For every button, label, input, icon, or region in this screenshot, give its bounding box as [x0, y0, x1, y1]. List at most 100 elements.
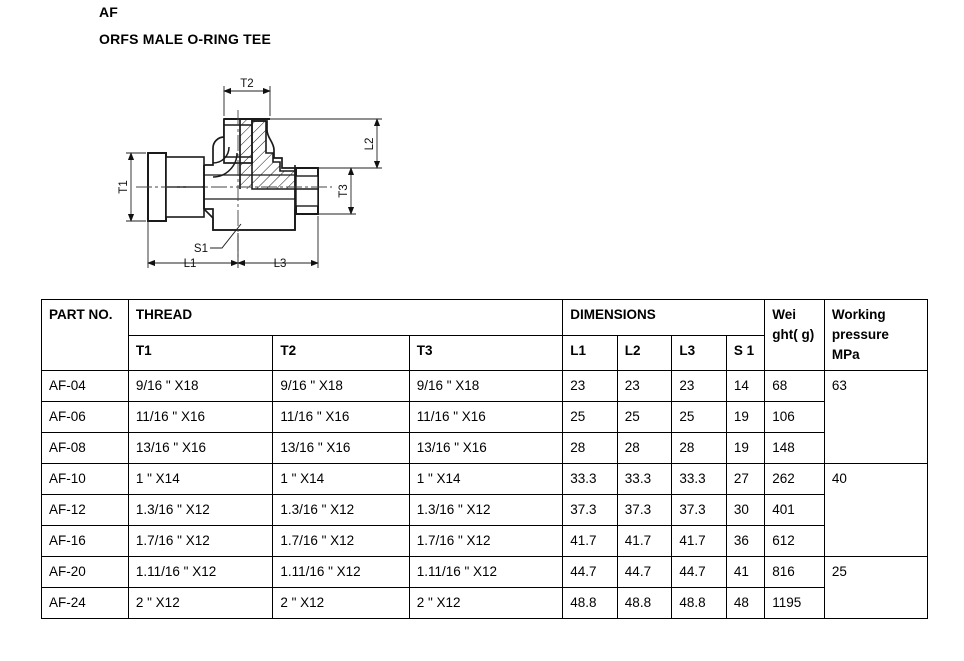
cell-l3: 23: [671, 370, 727, 402]
cell-t1: 13/16 " X16: [127, 432, 274, 464]
dimension-label-t3: T3: [338, 184, 350, 197]
cell-s1: 14: [725, 370, 766, 402]
cell-t1: 9/16 " X18: [127, 370, 274, 402]
cell-s1: 36: [725, 525, 766, 557]
cell-t2: 1.3/16 " X12: [272, 494, 410, 526]
dimension-label-t2: T2: [240, 78, 253, 90]
cell-l1: 23: [562, 370, 618, 402]
cell-t1: 1 " X14: [127, 463, 274, 495]
cell-l2: 37.3: [616, 494, 673, 526]
cell-part-no: AF-12: [41, 494, 129, 526]
table-header: PART NO. THREAD DIMENSIONS Wei ght( g) W…: [41, 299, 929, 371]
cell-t2: 1 " X14: [272, 463, 410, 495]
cell-l3: 44.7: [671, 556, 727, 588]
cell-s1: 30: [725, 494, 766, 526]
cell-s1: 48: [725, 587, 766, 619]
cell-l3: 37.3: [671, 494, 727, 526]
cell-part-no: AF-06: [41, 401, 129, 433]
cell-weight: 262: [764, 463, 825, 495]
cell-t3: 9/16 " X18: [408, 370, 564, 402]
cell-s1: 19: [725, 432, 766, 464]
cell-t3: 1.7/16 " X12: [408, 525, 564, 557]
cell-weight: 148: [764, 432, 825, 464]
column-header-weight: Wei ght( g): [764, 299, 825, 371]
cell-working-pressure: 40: [823, 463, 929, 557]
cell-weight: 68: [764, 370, 825, 402]
cell-t2: 13/16 " X16: [272, 432, 410, 464]
cell-l1: 48.8: [562, 587, 618, 619]
technical-drawing: T2 T1 L2 T3 L1 L3 S1: [110, 58, 420, 290]
cell-t3: 1.3/16 " X12: [408, 494, 564, 526]
header-row-groups: PART NO. THREAD DIMENSIONS Wei ght( g) W…: [41, 299, 929, 371]
cell-l3: 48.8: [671, 587, 727, 619]
cell-weight: 816: [764, 556, 825, 588]
cell-s1: 41: [725, 556, 766, 588]
cell-l2: 44.7: [616, 556, 673, 588]
cell-weight: 401: [764, 494, 825, 526]
cell-l2: 28: [616, 432, 673, 464]
cell-l3: 28: [671, 432, 727, 464]
cell-l2: 23: [616, 370, 673, 402]
cell-l3: 41.7: [671, 525, 727, 557]
group-header-dimensions: DIMENSIONS: [562, 299, 766, 336]
cell-l2: 33.3: [616, 463, 673, 495]
cell-t2: 1.7/16 " X12: [272, 525, 410, 557]
dimension-label-l1: L1: [184, 258, 197, 270]
product-code: AF: [99, 4, 119, 20]
cell-l2: 48.8: [616, 587, 673, 619]
cell-t1: 1.3/16 " X12: [127, 494, 274, 526]
dimension-label-l3: L3: [274, 258, 287, 270]
cell-weight: 612: [764, 525, 825, 557]
column-header-part-no: PART NO.: [41, 299, 129, 371]
cell-t1: 2 " X12: [127, 587, 274, 619]
cell-working-pressure: 63: [823, 370, 929, 464]
cell-l2: 25: [616, 401, 673, 433]
cell-l1: 37.3: [562, 494, 618, 526]
product-name: ORFS MALE O-RING TEE: [99, 31, 271, 47]
cell-t3: 1.11/16 " X12: [408, 556, 564, 588]
cell-s1: 19: [725, 401, 766, 433]
cell-t3: 13/16 " X16: [408, 432, 564, 464]
title-block: AF ORFS MALE O-RING TEE: [99, 4, 271, 48]
cell-t2: 9/16 " X18: [272, 370, 410, 402]
cell-s1: 27: [725, 463, 766, 495]
cell-l1: 33.3: [562, 463, 618, 495]
specification-table: PART NO. THREAD DIMENSIONS Wei ght( g) W…: [41, 299, 929, 619]
column-header-working-pressure: Working pressure MPa: [823, 299, 929, 371]
cell-part-no: AF-20: [41, 556, 129, 588]
column-header-t3: T3: [408, 334, 564, 371]
column-header-t2: T2: [272, 334, 410, 371]
cell-weight: 1195: [764, 587, 825, 619]
cell-l2: 41.7: [616, 525, 673, 557]
cell-l1: 41.7: [562, 525, 618, 557]
cell-t3: 2 " X12: [408, 587, 564, 619]
column-header-t1: T1: [127, 334, 274, 371]
column-header-l3: L3: [671, 334, 727, 371]
cell-t2: 11/16 " X16: [272, 401, 410, 433]
dimension-label-s1: S1: [194, 243, 208, 255]
cell-t3: 1 " X14: [408, 463, 564, 495]
cell-part-no: AF-10: [41, 463, 129, 495]
dimension-label-l2: L2: [364, 138, 376, 151]
cell-l1: 25: [562, 401, 618, 433]
cell-part-no: AF-08: [41, 432, 129, 464]
cell-l1: 28: [562, 432, 618, 464]
cell-t2: 2 " X12: [272, 587, 410, 619]
cell-l3: 33.3: [671, 463, 727, 495]
cell-t3: 11/16 " X16: [408, 401, 564, 433]
cell-part-no: AF-24: [41, 587, 129, 619]
dimension-label-t1: T1: [118, 180, 130, 193]
column-header-l2: L2: [616, 334, 673, 371]
group-header-thread: THREAD: [127, 299, 564, 336]
cell-t1: 1.11/16 " X12: [127, 556, 274, 588]
